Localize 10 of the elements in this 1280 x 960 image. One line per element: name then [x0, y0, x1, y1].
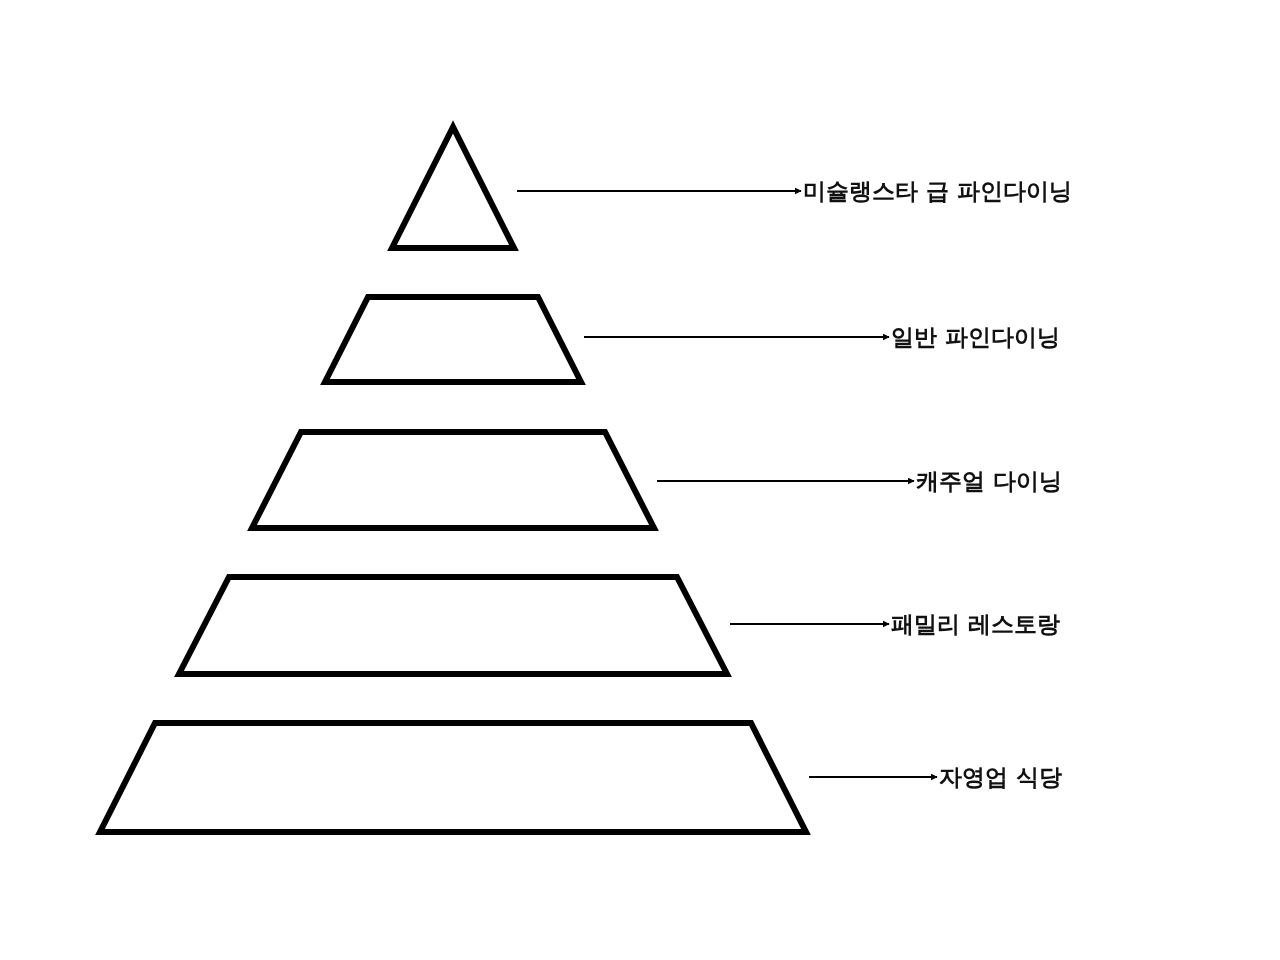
arrow	[808, 773, 938, 781]
tier-label: 일반 파인다이닝	[891, 322, 1060, 352]
tier-label: 미슐랭스타 급 파인다이닝	[803, 176, 1072, 206]
tier-label: 패밀리 레스토랑	[891, 609, 1060, 639]
arrow	[656, 477, 915, 485]
tier-label: 캐주얼 다이닝	[916, 466, 1062, 496]
arrow	[729, 620, 890, 628]
tier-label: 자영업 식당	[939, 762, 1062, 792]
arrow	[516, 187, 802, 195]
arrow	[583, 333, 890, 341]
